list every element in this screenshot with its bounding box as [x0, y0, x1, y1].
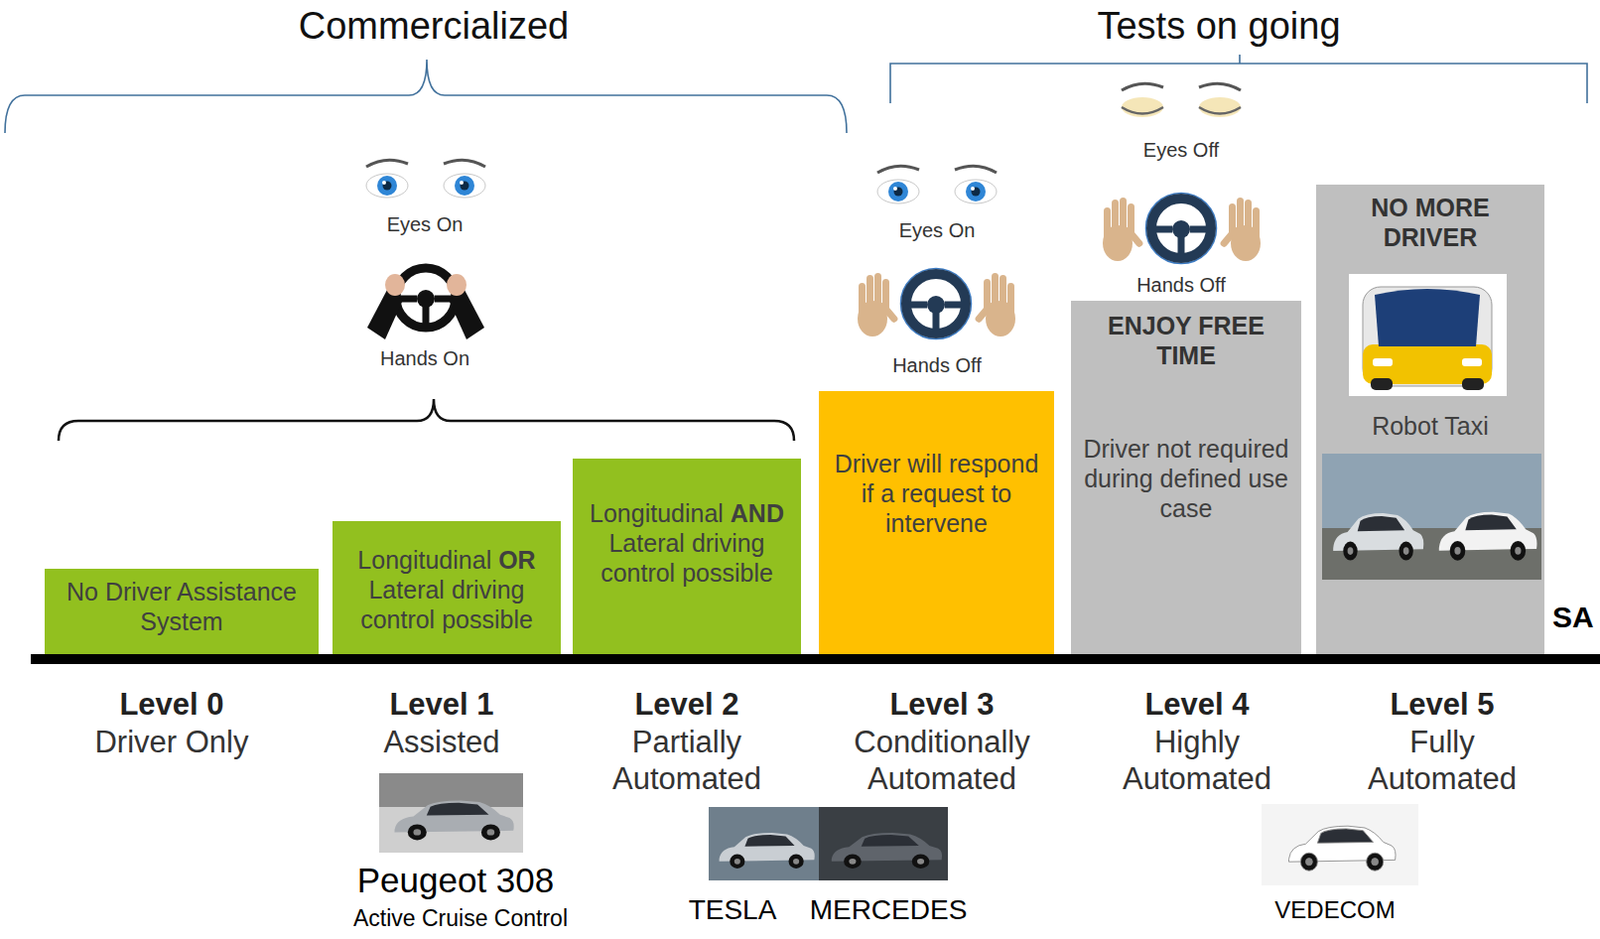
robot-car-photo: [1322, 453, 1542, 580]
group-label: Commercialized: [255, 3, 613, 50]
bar-text: Driver will respond if a request to inte…: [828, 448, 1045, 538]
icon-label: Hands Off: [1111, 272, 1251, 297]
robot-car-photo: [1322, 453, 1542, 580]
bar-text: No Driver Assistance System: [54, 576, 309, 637]
car-photo: [1289, 825, 1397, 871]
bar-text: Longitudinal OR Lateral driving control …: [342, 544, 551, 635]
driver-icons: [1121, 83, 1241, 118]
car-name: MERCEDES: [789, 893, 988, 928]
car-photo: [1261, 803, 1419, 886]
level-name: Partially Automated: [587, 723, 787, 798]
car-photo: [708, 806, 819, 881]
bracket: [58, 399, 795, 441]
driver-icons: [857, 268, 1016, 340]
emphasis-word: OR: [498, 545, 536, 574]
icon-label: Hands Off: [867, 353, 1007, 378]
car-photo: [379, 773, 524, 853]
level-number: Level 5: [1342, 685, 1542, 723]
level-name: Highly Automated: [1097, 723, 1297, 798]
car-name: TESLA: [672, 893, 793, 928]
bar-text: Driver not required during defined use c…: [1080, 433, 1292, 524]
car-photo: [395, 800, 515, 840]
level-name: Assisted: [342, 723, 541, 761]
bracket: [4, 59, 847, 134]
level-bar: No Driver Assistance System: [44, 568, 319, 655]
level-bar: Driver will respond if a request to inte…: [818, 391, 1055, 655]
level-number: Level 3: [842, 685, 1042, 723]
driver-icons: [367, 267, 485, 340]
car-photo: [818, 806, 948, 881]
driver-icons: [366, 159, 486, 198]
level-number: Level 1: [342, 685, 541, 723]
level-axis: [30, 654, 1600, 665]
emphasis-word: AND: [730, 499, 785, 528]
level-name: Driver Only: [72, 723, 271, 761]
level-name: Fully Automated: [1342, 723, 1542, 798]
icon-label: Hands On: [355, 346, 495, 371]
car-photo: [708, 806, 819, 881]
level-bar: ENJOY FREE TIME Driver not required durin…: [1070, 300, 1302, 655]
level-number: Level 2: [587, 685, 787, 723]
icon-label: Eyes On: [355, 212, 495, 237]
level-name: Conditionally Automated: [842, 723, 1042, 798]
robot-car-photo: [1333, 513, 1424, 561]
group-label: Tests on going: [1040, 3, 1398, 50]
level-number: Level 0: [72, 685, 271, 723]
bar-text: Longitudinal AND Lateral driving control…: [582, 498, 792, 588]
car-feature: Active Cruise Control: [301, 905, 620, 934]
car-photo: [818, 806, 948, 881]
bus-photo: [1348, 273, 1507, 397]
bus-photo: [1362, 286, 1492, 391]
bus-photo: [1348, 273, 1507, 397]
icon-label: Eyes Off: [1111, 137, 1251, 162]
bar-heading: NO MORE DRIVER: [1326, 192, 1535, 253]
level-bar: NO MORE DRIVER Robot Taxi: [1316, 184, 1545, 655]
bar-heading: ENJOY FREE TIME: [1080, 310, 1292, 371]
level-bar: Longitudinal AND Lateral driving control…: [572, 458, 801, 655]
robot-car-photo: [1439, 512, 1538, 561]
axis-label: SA: [1552, 599, 1595, 636]
driver-icons: [877, 165, 997, 204]
bracket: [890, 54, 1588, 104]
driver-icons: [1102, 193, 1261, 265]
car-photo: [379, 773, 524, 853]
car-photo: [831, 832, 942, 869]
car-name: VEDECOM: [1235, 896, 1435, 926]
icon-label: Eyes On: [867, 218, 1007, 243]
level-number: Level 4: [1097, 685, 1297, 723]
bar-text: Robot Taxi: [1326, 410, 1535, 441]
car-photo: [719, 832, 815, 869]
car-name: Peugeot 308: [306, 859, 605, 902]
car-photo: [1261, 803, 1419, 886]
level-bar: Longitudinal OR Lateral driving control …: [332, 521, 561, 655]
